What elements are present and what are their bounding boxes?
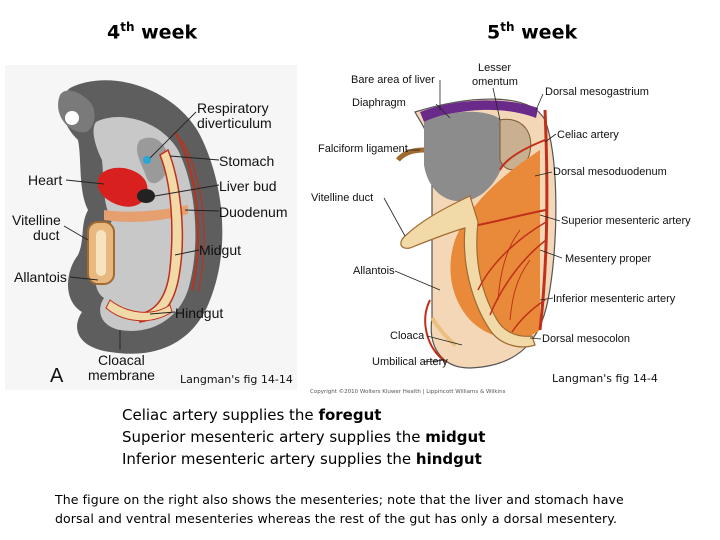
label-vitelline-duct: Vitelline duct — [311, 192, 374, 204]
left-leader-lines — [63, 111, 220, 350]
label-cloacal: Cloacal — [98, 352, 145, 368]
gut-loop — [400, 195, 536, 348]
label-duodenum: Duodenum — [219, 204, 288, 220]
summary-midgut: midgut — [425, 428, 486, 446]
label-heart: Heart — [28, 172, 63, 188]
stomach-shape — [136, 137, 169, 184]
summary-celiac: Celiac artery supplies the foregut — [122, 404, 485, 426]
right-leader-lines — [383, 80, 563, 363]
note-line-2: dorsal and ventral mesenteries whereas t… — [55, 511, 618, 526]
summary-foregut: foregut — [318, 406, 382, 424]
label-stomach: Stomach — [219, 153, 275, 169]
right-week-number: 5 — [487, 21, 501, 44]
summary-celiac-artery: Celiac artery — [122, 406, 218, 424]
summary-supplies-3: supplies the — [315, 450, 416, 468]
summary-block: Celiac artery supplies the foregut Super… — [122, 404, 485, 470]
label-vitelline: Vitelline — [12, 212, 61, 228]
heart-shape — [97, 167, 148, 207]
summary-inferior: Inferior mesenteric artery supplies the … — [122, 448, 485, 470]
label-duct: duct — [33, 227, 60, 243]
left-week-suffix: th — [120, 20, 135, 34]
label-cloaca: Cloaca — [390, 330, 425, 342]
stomach-right — [499, 118, 532, 171]
label-bare-area: Bare area of liver — [351, 74, 435, 86]
right-caption: Langman's fig 14-4 — [552, 372, 658, 385]
right-arteries — [477, 109, 549, 333]
label-lesser: Lesser — [478, 62, 512, 74]
copyright-note: Copyright ©2010 Wolters Kluwer Health | … — [310, 389, 506, 395]
label-allantois-right: Allantois — [353, 265, 395, 277]
summary-hindgut: hindgut — [415, 450, 482, 468]
label-dorsal-mesogastrium: Dorsal mesogastrium — [545, 86, 649, 98]
left-week-title: 4th week — [107, 20, 197, 43]
label-omentum: omentum — [472, 76, 518, 88]
diaphragm-band — [420, 100, 538, 122]
label-dorsal-mesoduodenum: Dorsal mesoduodenum — [553, 166, 667, 178]
falciform-shape — [396, 147, 425, 162]
note-line-1: The figure on the right also shows the m… — [55, 492, 624, 507]
label-dorsal-mesocolon: Dorsal mesocolon — [542, 333, 631, 345]
right-week-suffix: th — [500, 20, 515, 34]
respiratory-bud-shape — [143, 156, 151, 164]
summary-superior-artery: Superior mesenteric artery — [122, 428, 325, 446]
left-embryo-figure — [5, 65, 297, 390]
label-mesentery-proper: Mesentery proper — [565, 253, 652, 265]
label-diaphragm: Diaphragm — [352, 97, 406, 109]
label-inferior-mesenteric: Inferior mesenteric artery — [553, 293, 676, 305]
dorsal-aorta — [174, 131, 199, 291]
allantois-shape — [430, 316, 458, 347]
label-hindgut: Hindgut — [175, 305, 224, 321]
label-celiac-artery: Celiac artery — [557, 129, 619, 141]
left-caption: Langman's fig 14-14 — [180, 373, 293, 386]
septum-band — [104, 205, 188, 222]
panel-letter-a: A — [50, 365, 64, 387]
label-midgut: Midgut — [199, 242, 242, 258]
embryo-diagrams — [5, 65, 563, 390]
label-liver-bud: Liver bud — [219, 178, 277, 194]
label-respiratory: Respiratory — [197, 100, 269, 116]
mesentery-note: The figure on the right also shows the m… — [55, 490, 624, 528]
right-week-title: 5th week — [487, 20, 577, 43]
left-week-number: 4 — [107, 21, 121, 44]
summary-supplies-2: supplies the — [324, 428, 426, 446]
right-week-word: week — [514, 21, 578, 44]
summary-inferior-artery: Inferior mesenteric artery — [122, 450, 316, 468]
umbilical-artery-shape — [424, 299, 447, 363]
summary-superior: Superior mesenteric artery supplies the … — [122, 426, 485, 448]
eye-placode — [65, 111, 79, 125]
label-membrane: membrane — [88, 367, 155, 383]
label-umbilical-artery: Umbilical artery — [372, 356, 448, 368]
label-superior-mesenteric: Superior mesenteric artery — [561, 215, 691, 227]
left-week-word: week — [134, 21, 198, 44]
label-allantois-left: Allantois — [14, 269, 67, 285]
liver-shape — [424, 111, 508, 202]
right-embryo-figure — [383, 80, 563, 369]
label-falciform: Falciform ligament — [318, 143, 408, 155]
label-diverticulum: diverticulum — [197, 115, 272, 131]
summary-supplies-1: supplies the — [217, 406, 319, 424]
liver-bud-shape — [137, 189, 155, 203]
